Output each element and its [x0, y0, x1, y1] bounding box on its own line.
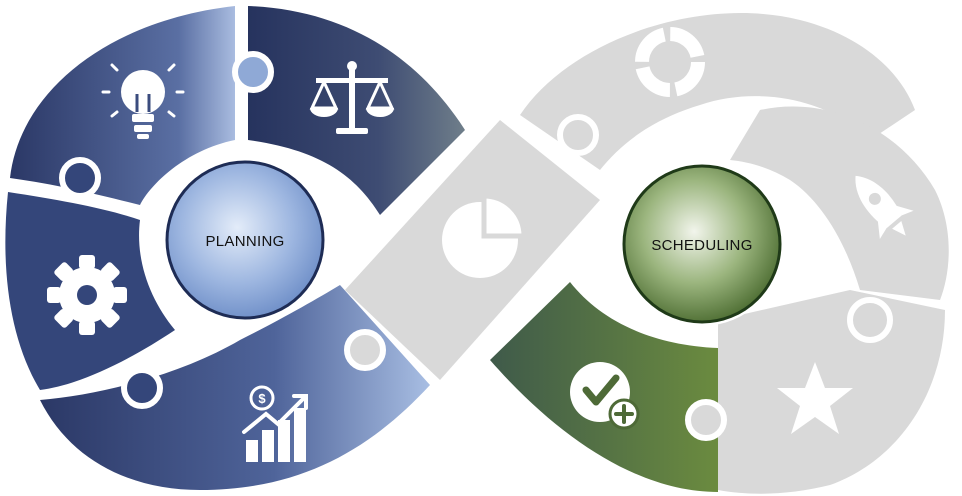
segment-favorite: [718, 290, 945, 494]
segment-settings: [5, 157, 175, 390]
segment-launch: [730, 106, 949, 300]
segment-analytics: [345, 114, 600, 380]
hub-scheduling-label: SCHEDULING: [651, 237, 752, 254]
segment-approve: [490, 282, 727, 492]
segment-balance: [232, 6, 465, 215]
scales-icon: [309, 61, 395, 134]
rocket-icon: [855, 175, 914, 240]
growth-chart-icon: $: [242, 385, 308, 462]
donut-icon: [635, 27, 705, 97]
segment-progress: [520, 13, 915, 170]
hub-planning: PLANNING: [163, 158, 327, 322]
segment-growth: $: [40, 285, 430, 490]
pie-chart-icon: [442, 193, 527, 278]
lightbulb-icon: [101, 63, 185, 139]
svg-text:$: $: [258, 391, 266, 406]
star-icon: [777, 362, 853, 434]
hub-planning-label: PLANNING: [205, 233, 284, 250]
check-plus-icon: [570, 362, 640, 430]
segment-idea: [10, 6, 235, 205]
hub-scheduling: SCHEDULING: [620, 162, 784, 326]
gear-icon: [47, 255, 127, 335]
